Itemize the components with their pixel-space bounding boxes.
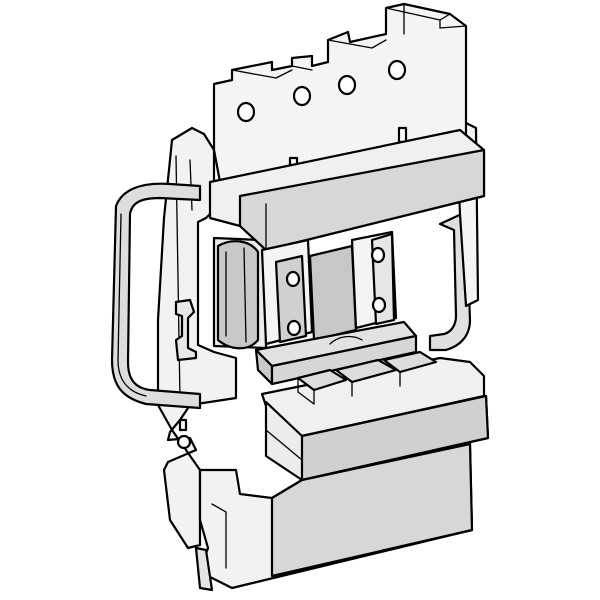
lower-terminal-cap (260, 350, 486, 438)
left-core-leg (260, 238, 314, 346)
core-hole-1 (285, 270, 301, 288)
loop-handle (110, 182, 202, 410)
coil-spool (212, 236, 268, 350)
core-hole-3 (370, 246, 386, 264)
left-clip (174, 298, 198, 362)
terminal-hole-4 (387, 59, 407, 81)
right-core-leg (308, 230, 398, 342)
terminal-hole-3 (337, 74, 357, 96)
core-hole-4 (371, 296, 387, 314)
slot-right (397, 126, 408, 144)
top-crossbeam (208, 128, 486, 252)
frame-screw (176, 418, 192, 450)
lower-housing (194, 394, 490, 592)
core-hole-2 (286, 319, 302, 337)
terminal-hole-2 (292, 85, 312, 107)
terminal-hole-1 (236, 101, 256, 123)
